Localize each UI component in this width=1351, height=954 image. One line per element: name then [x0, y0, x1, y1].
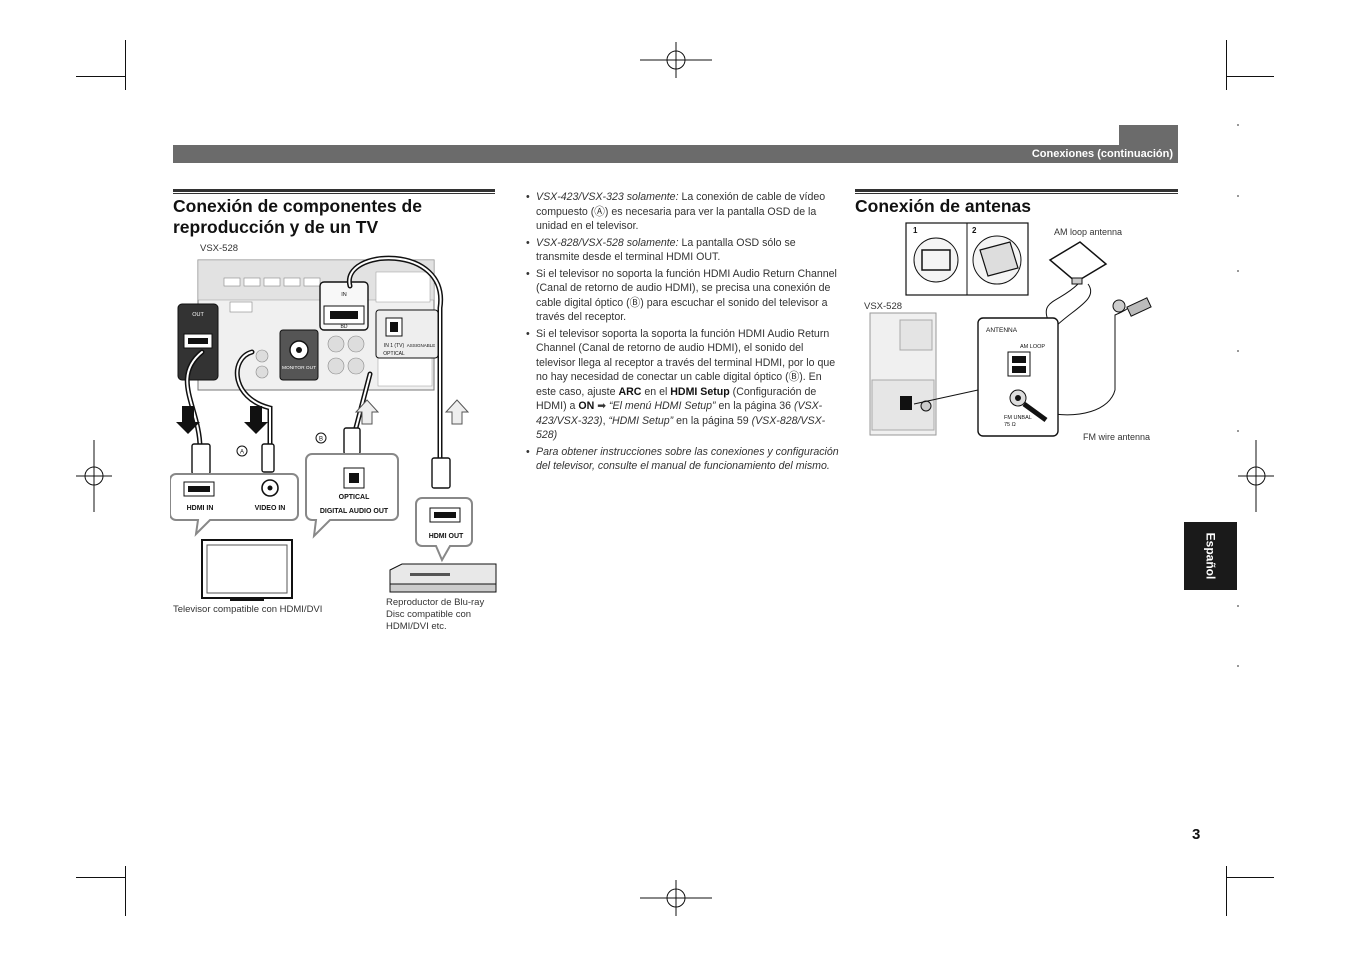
notes-list: VSX-423/VSX-323 solamente: La conexión d…: [524, 190, 842, 476]
crop-mark: [1226, 877, 1274, 878]
am-loop-antenna-label: AM loop antenna: [1054, 227, 1122, 237]
assignable-label: ASSIGNABLE: [407, 343, 436, 348]
crop-mark: [125, 866, 126, 916]
section-rule: [855, 189, 1178, 192]
crop-mark: [1226, 866, 1227, 916]
step-2: 2: [972, 226, 977, 235]
video-in-label: VIDEO IN: [255, 505, 286, 512]
antenna-model-label: VSX-528: [864, 301, 903, 312]
antenna-diagram: 1 2 AM loop antenna ANTENNA AM LOOP FM U…: [869, 222, 1152, 442]
antenna-label: ANTENNA: [986, 327, 1018, 334]
fm-unbal-label: FM UNBAL: [1004, 415, 1032, 421]
crop-mark: [1226, 76, 1274, 77]
note-item: Si el televisor soporta la soporta la fu…: [524, 327, 842, 443]
monitor-out-label: MONITOR OUT: [282, 365, 316, 371]
crop-mark: [76, 76, 126, 77]
registration-mark: [1238, 440, 1274, 512]
page-number: 3: [1192, 826, 1201, 843]
section-rule: [173, 193, 495, 194]
registration-mark: [640, 42, 712, 78]
header-bar: [173, 145, 1178, 163]
marker-a: A: [240, 450, 244, 456]
out-label: OUT: [192, 312, 204, 318]
section-rule: [855, 193, 1178, 194]
in-tv-label: IN 1 (TV): [384, 343, 405, 349]
hdmi-out-label: HDMI OUT: [429, 533, 464, 540]
note-item: Si el televisor no soporta la función HD…: [524, 267, 842, 325]
hdmi-in-label: HDMI IN: [187, 505, 214, 512]
model-label: VSX-528: [200, 243, 239, 254]
language-tab: [1184, 522, 1237, 590]
marker-b: B: [319, 437, 323, 443]
right-section-title: Conexión de antenas: [855, 196, 1032, 216]
language-tab-label: Español: [1203, 532, 1218, 580]
crop-mark: [1226, 40, 1227, 90]
optical-label: OPTICAL: [383, 351, 405, 357]
optical-box-label: OPTICAL: [339, 494, 370, 501]
note-item: VSX-423/VSX-323 solamente: La conexión d…: [524, 190, 842, 234]
in-label: IN: [341, 292, 347, 298]
header-tab: [1119, 125, 1178, 145]
note-item: VSX-828/VSX-528 solamente: La pantalla O…: [524, 236, 842, 265]
header-section-label: Conexiones (continuación): [1031, 148, 1173, 160]
fm-ohm-label: 75 Ω: [1004, 422, 1016, 428]
bd-caption: Reproductor de Blu-ray Disc compatible c…: [386, 597, 485, 632]
registration-mark: [76, 440, 112, 512]
step-1: 1: [913, 226, 918, 235]
am-loop-label: AM LOOP: [1020, 344, 1045, 350]
digital-audio-out-label: DIGITAL AUDIO OUT: [320, 508, 389, 515]
tv-connection-diagram: OUT IN BD MONITOR OUT IN 1 (TV) OPTICAL …: [170, 255, 497, 601]
bd-label: BD: [341, 324, 348, 330]
crop-mark: [76, 877, 126, 878]
section-rule: [173, 189, 495, 192]
tv-caption: Televisor compatible con HDMI/DVI: [173, 604, 323, 615]
crop-mark: [125, 40, 126, 90]
fm-wire-antenna-label: FM wire antenna: [1083, 432, 1150, 442]
registration-mark: [640, 880, 712, 916]
note-item: Para obtener instrucciones sobre las con…: [524, 445, 842, 474]
